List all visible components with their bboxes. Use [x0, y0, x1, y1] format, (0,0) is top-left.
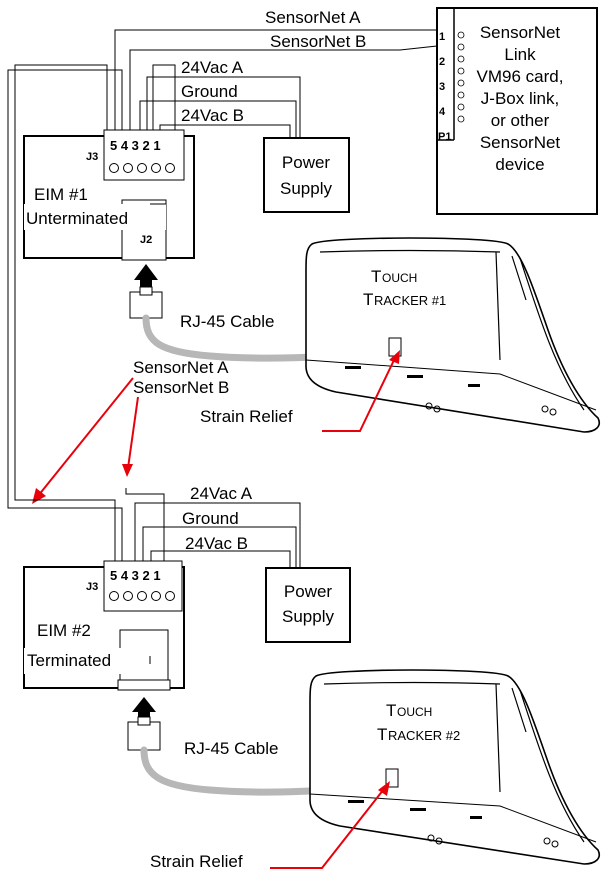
eim-1-status: Unterminated — [26, 209, 128, 228]
eim-2-j3-label: J3 — [86, 581, 98, 593]
eim-1-j2-label: J2 — [140, 234, 152, 246]
power-supply-bottom-line1: Power — [284, 582, 333, 601]
p1-pin-1: 1 — [439, 31, 445, 43]
label-24vac-b: 24Vac B — [181, 106, 244, 125]
device-line-4: J-Box link, — [481, 89, 559, 108]
label-sensornet-b: SensorNet B — [270, 32, 366, 51]
power-supply-top: Power Supply — [263, 137, 350, 213]
tracker-2-racker: RACKER #2 — [388, 728, 460, 743]
eim-2: 5 4 3 2 1 J3 EIM #2 Terminated — [23, 560, 185, 751]
eim-1-j3-label: J3 — [86, 151, 98, 163]
label-24vac-a-bottom: 24Vac A — [190, 484, 253, 503]
touch-tracker-2: T OUCH T RACKER #2 — [309, 669, 600, 865]
sensornet-device: 1 2 3 4 P1 SensorNet Link VM96 card, J-B… — [436, 7, 598, 215]
rj45-cable-bottom-label: RJ-45 Cable — [184, 739, 279, 758]
device-line-7: device — [495, 155, 544, 174]
p1-pin-holes — [457, 31, 465, 123]
power-supply-top-line1: Power — [282, 153, 331, 172]
device-line-3: VM96 card, — [477, 67, 564, 86]
label-ground: Ground — [181, 82, 238, 101]
eim-1: 5 4 3 2 1 J3 EIM #1 J2 Unterminated — [23, 129, 195, 319]
eim-2-status: Terminated — [27, 651, 111, 670]
label-sensornet-a: SensorNet A — [265, 8, 361, 27]
strain-relief-top-label: Strain Relief — [200, 407, 293, 426]
red-arrow-bottom — [270, 781, 390, 869]
red-arrows-top — [32, 350, 400, 504]
device-line-1: SensorNet — [480, 23, 561, 42]
label-24vac-b-bottom: 24Vac B — [185, 534, 248, 553]
p1-pin-3: 3 — [439, 81, 445, 93]
device-line-2: Link — [504, 45, 536, 64]
eim-2-title: EIM #2 — [37, 621, 91, 640]
device-line-6: SensorNet — [480, 133, 561, 152]
bus-sensornet-b-label: SensorNet B — [133, 378, 229, 397]
rj45-cable-top-label: RJ-45 Cable — [180, 312, 275, 331]
touch-tracker-1: T OUCH T RACKER #1 — [305, 237, 600, 433]
top-wiring: SensorNet A SensorNet B 24Vac A Ground 2… — [7, 8, 438, 509]
label-24vac-a: 24Vac A — [181, 58, 244, 77]
tracker-1-ouch: OUCH — [382, 271, 417, 285]
power-supply-top-line2: Supply — [280, 179, 332, 198]
tracker-1-racker: RACKER #1 — [374, 293, 446, 308]
device-line-5: or other — [491, 111, 550, 130]
p1-pin-4: 4 — [439, 106, 446, 118]
p1-pin-2: 2 — [439, 56, 445, 68]
bus-sensornet-a-label: SensorNet A — [133, 358, 229, 377]
strain-relief-bottom-label: Strain Relief — [150, 852, 243, 871]
device-box — [436, 7, 598, 215]
tracker-1-t2: T — [363, 290, 373, 309]
p1-label: P1 — [438, 131, 451, 143]
power-supply-bottom-line2: Supply — [282, 607, 334, 626]
power-supply-bottom: Power Supply — [265, 567, 351, 643]
bottom-wiring: 24Vac A Ground 24Vac B — [30, 484, 301, 568]
eim-1-pin-numbers: 5 4 3 2 1 — [110, 138, 161, 153]
tracker-2-t2: T — [377, 725, 387, 744]
tracker-1-t1: T — [371, 267, 381, 286]
label-ground-bottom: Ground — [182, 509, 239, 528]
eim-2-pin-numbers: 5 4 3 2 1 — [110, 568, 161, 583]
eim-1-title: EIM #1 — [34, 185, 88, 204]
tracker-2-ouch: OUCH — [397, 705, 432, 719]
tracker-2-t1: T — [386, 701, 396, 720]
